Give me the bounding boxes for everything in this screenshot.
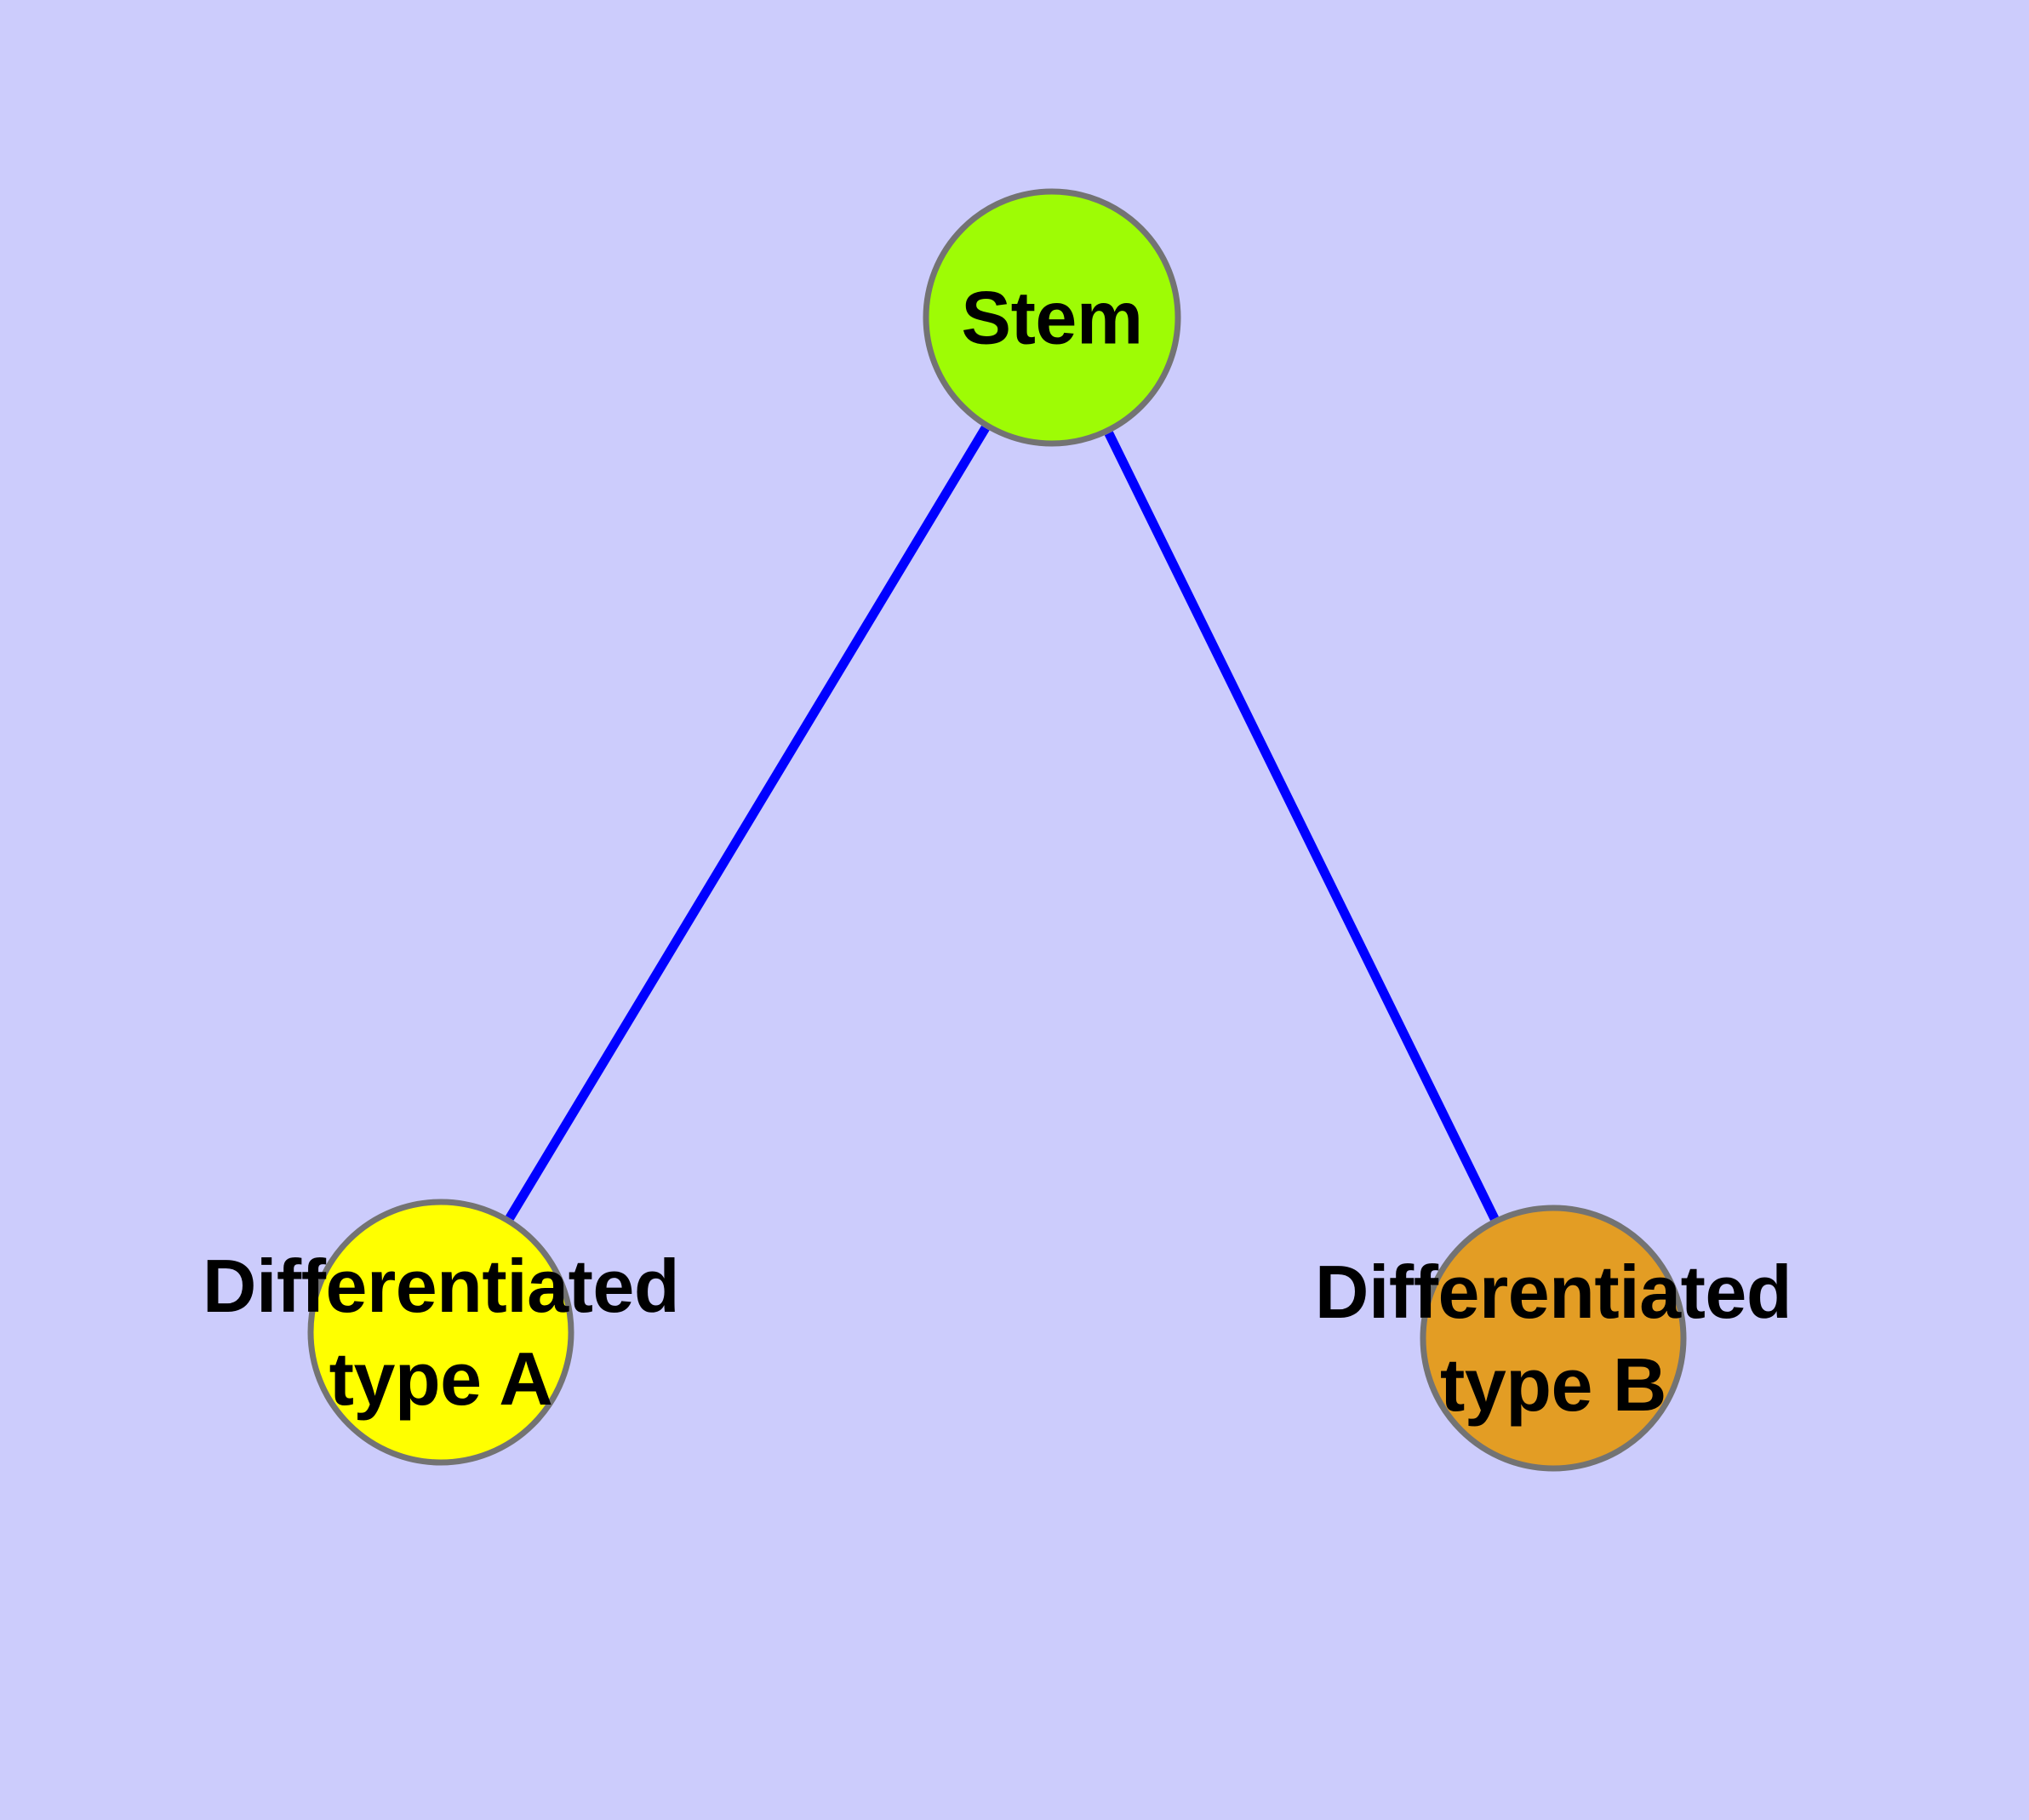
node-layer — [307, 188, 1687, 1472]
edge-stem-diff-b[interactable] — [1104, 431, 1499, 1221]
edge-layer — [506, 425, 1499, 1221]
node-circle-diff_a[interactable] — [307, 1199, 574, 1466]
edge-stem-diff-a[interactable] — [506, 425, 990, 1221]
node-circle-diff_b[interactable] — [1420, 1205, 1687, 1472]
node-circle-stem[interactable] — [923, 188, 1181, 447]
